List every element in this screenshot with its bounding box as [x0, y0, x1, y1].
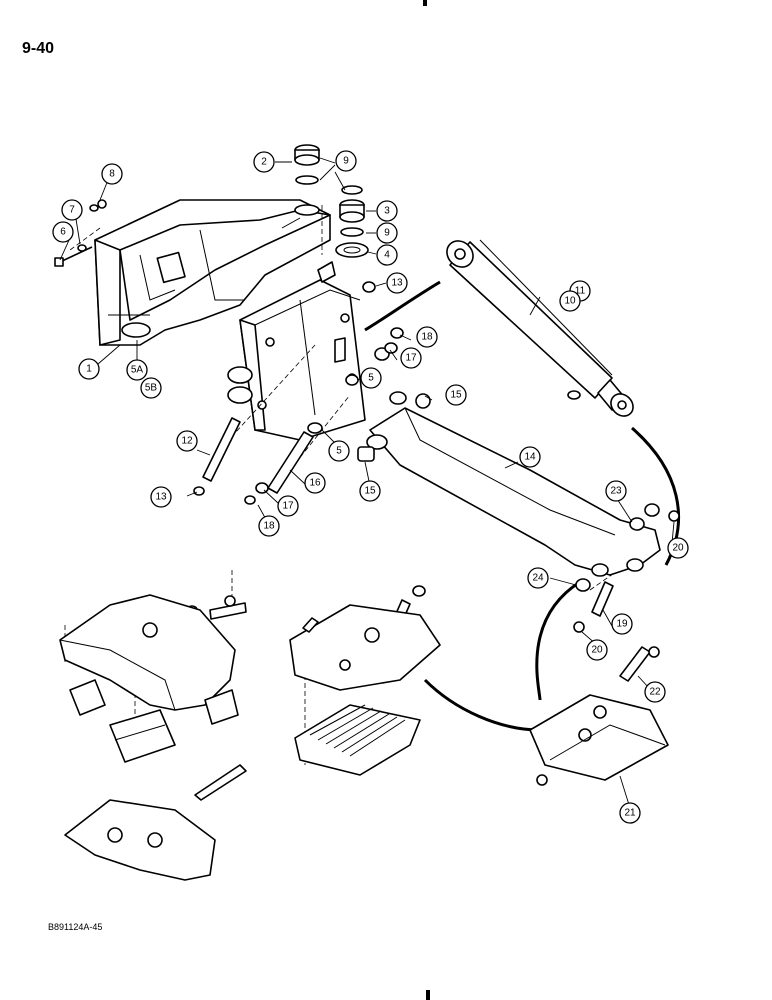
callout-9: 9 — [376, 222, 398, 244]
svg-text:18: 18 — [263, 521, 275, 532]
svg-text:13: 13 — [391, 278, 403, 289]
swing-bearing-stack — [294, 144, 369, 258]
callout-5: 5 — [328, 440, 350, 462]
callout-3: 3 — [376, 200, 398, 222]
svg-text:23: 23 — [610, 486, 622, 497]
callout-7: 7 — [61, 199, 83, 221]
bolt-washer-set — [54, 199, 107, 267]
callout-19: 19 — [611, 613, 633, 635]
svg-text:16: 16 — [309, 478, 321, 489]
callout-21: 21 — [619, 802, 641, 824]
callout-5: 5 — [360, 367, 382, 389]
callout-5B: 5B — [140, 377, 162, 399]
svg-text:21: 21 — [624, 808, 636, 819]
callout-8: 8 — [101, 163, 123, 185]
svg-text:6: 6 — [60, 227, 66, 238]
callout-17: 17 — [400, 347, 422, 369]
svg-text:15: 15 — [364, 486, 376, 497]
svg-text:20: 20 — [591, 645, 603, 656]
svg-text:19: 19 — [616, 619, 628, 630]
callout-4: 4 — [376, 244, 398, 266]
svg-text:2: 2 — [261, 157, 267, 168]
swing-tower-frame — [94, 199, 331, 346]
callout-14: 14 — [519, 446, 541, 468]
hydraulic-cylinder — [446, 239, 634, 417]
svg-text:14: 14 — [524, 452, 536, 463]
svg-text:20: 20 — [672, 543, 684, 554]
callout-17: 17 — [277, 495, 299, 517]
boom-arm — [357, 391, 661, 577]
callout-6: 6 — [52, 221, 74, 243]
svg-text:5A: 5A — [131, 365, 144, 376]
callout-18: 18 — [416, 326, 438, 348]
svg-text:9: 9 — [343, 156, 349, 167]
svg-text:9: 9 — [384, 228, 390, 239]
svg-text:17: 17 — [405, 353, 417, 364]
svg-text:12: 12 — [181, 436, 193, 447]
callout-13: 13 — [150, 486, 172, 508]
callout-13: 13 — [386, 272, 408, 294]
svg-text:24: 24 — [532, 573, 544, 584]
callout-15: 15 — [359, 480, 381, 502]
stabilizer-pad-left — [59, 594, 247, 881]
page-number: 9-40 — [22, 40, 55, 57]
callout-20: 20 — [586, 639, 608, 661]
svg-text:11: 11 — [575, 286, 586, 297]
callout-10: 10 — [559, 290, 581, 312]
callout-24: 24 — [527, 567, 549, 589]
svg-text:5: 5 — [368, 373, 374, 384]
figure-code: B891124A-45 — [48, 922, 103, 932]
svg-text:3: 3 — [384, 206, 390, 217]
callout-18: 18 — [258, 515, 280, 537]
boom-mount-plate — [227, 261, 366, 441]
svg-text:17: 17 — [282, 501, 294, 512]
svg-text:5B: 5B — [145, 383, 158, 394]
callout-2: 2 — [253, 151, 275, 173]
callout-16: 16 — [304, 472, 326, 494]
svg-text:5: 5 — [336, 446, 342, 457]
stabilizer-pad-right — [529, 694, 669, 781]
svg-text:18: 18 — [421, 332, 433, 343]
svg-text:4: 4 — [384, 250, 390, 261]
callout-12: 12 — [176, 430, 198, 452]
callout-23: 23 — [605, 480, 627, 502]
callout-1: 1 — [78, 358, 100, 380]
callout-20: 20 — [667, 537, 689, 559]
svg-text:10: 10 — [564, 296, 576, 307]
callout-15: 15 — [445, 384, 467, 406]
svg-text:1: 1 — [86, 364, 92, 375]
edge-mark — [426, 990, 430, 1000]
svg-text:15: 15 — [450, 390, 462, 401]
svg-text:8: 8 — [109, 169, 115, 180]
edge-mark — [423, 0, 427, 6]
callout-22: 22 — [644, 681, 666, 703]
svg-text:13: 13 — [155, 492, 167, 503]
svg-text:22: 22 — [649, 687, 661, 698]
callout-9: 9 — [335, 150, 357, 172]
grouser-pad-center — [289, 604, 441, 776]
svg-text:7: 7 — [69, 205, 75, 216]
callout-5A: 5A — [126, 359, 148, 381]
callout-bubbles: 2 9 3 9 4 13 8 7 6 1 5A 5B 11 10 18 17 5… — [52, 150, 689, 824]
